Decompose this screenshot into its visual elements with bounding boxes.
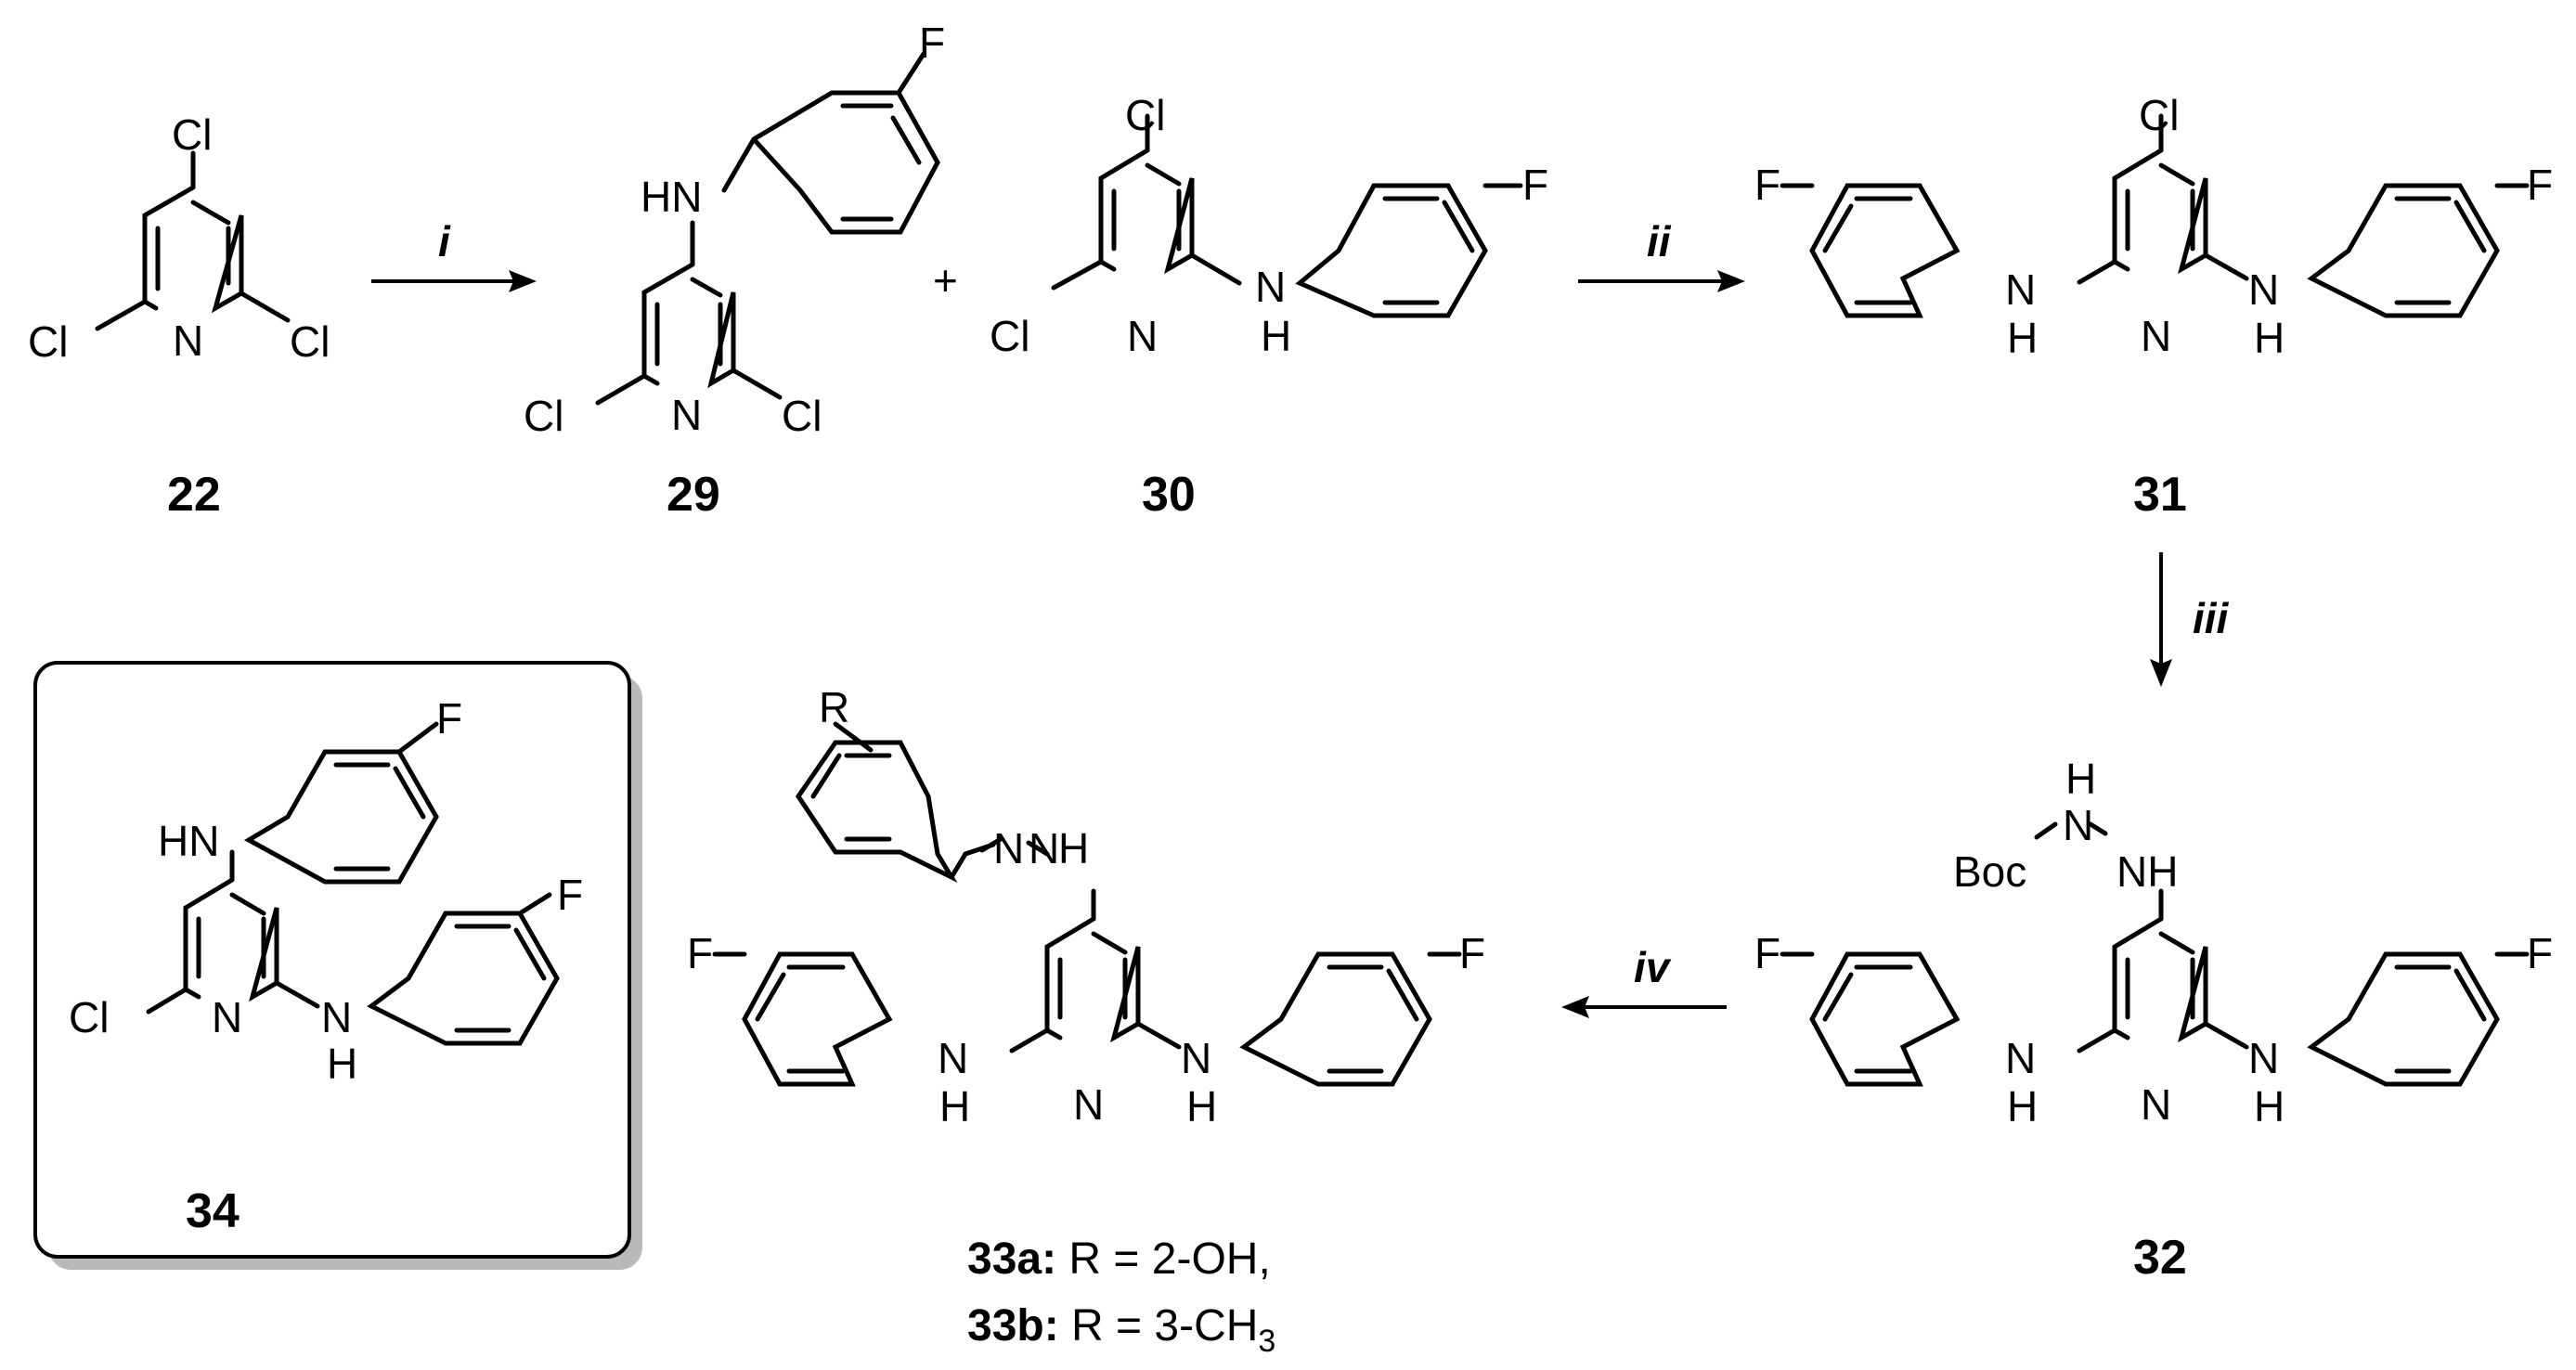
compound-label-34: 34: [186, 1184, 239, 1238]
atom-h: H: [1058, 824, 1089, 872]
compound-34-structure: F HN F N Cl N H: [69, 694, 583, 1088]
step-label-iv: iv: [1634, 943, 1672, 991]
atom-cl: Cl: [782, 392, 822, 440]
compound-32-structure: H N Boc NH F N N H N H F: [1754, 755, 2553, 1131]
atom-n: N: [321, 993, 352, 1041]
atom-n: N: [1127, 312, 1158, 360]
compound-30-structure: Cl N Cl N H F: [990, 91, 1548, 360]
atom-h: H: [2065, 755, 2096, 803]
atom-f: F: [2527, 161, 2553, 209]
compound-label-33a: 33a: R = 2-OH,: [967, 1234, 1271, 1284]
atom-n: N: [212, 993, 242, 1041]
atom-n: N: [993, 824, 1024, 872]
atom-cl: Cl: [172, 110, 212, 159]
atom-h: H: [1186, 1082, 1217, 1131]
atom-cl: Cl: [28, 317, 68, 366]
atom-f: F: [436, 694, 462, 743]
atom-n: N: [2005, 265, 2036, 314]
atom-h: H: [2254, 314, 2285, 362]
atom-f: F: [919, 19, 945, 67]
atom-r: R: [819, 683, 849, 731]
step-label-i: i: [438, 217, 451, 265]
atom-cl: Cl: [69, 993, 109, 1041]
atom-n: N: [2141, 312, 2171, 360]
atom-cl: Cl: [2139, 91, 2179, 139]
compound-label-31: 31: [2133, 468, 2187, 522]
atom-n: N: [1181, 1034, 1211, 1082]
atom-cl: Cl: [524, 392, 563, 440]
atom-f: F: [2527, 929, 2553, 977]
atom-h: H: [939, 1082, 970, 1131]
atom-n: N: [1029, 824, 1059, 872]
compound-label-32: 32: [2133, 1231, 2187, 1285]
atom-n: N: [2005, 1034, 2036, 1082]
compound-29-structure: HN F N Cl Cl: [524, 19, 945, 440]
compound-31-structure: Cl F N N H N H F: [1754, 91, 2553, 362]
compound-label-22: 22: [167, 468, 221, 522]
atom-h: H: [2254, 1082, 2285, 1131]
atom-n: N: [2248, 1034, 2279, 1082]
atom-n: N: [1255, 263, 1286, 311]
reaction-arrow-iii: [2150, 552, 2172, 687]
atom-f: F: [557, 871, 583, 919]
atom-f: F: [1754, 929, 1780, 977]
atom-h: H: [327, 1040, 357, 1088]
atom-f: F: [1522, 161, 1548, 209]
atom-n: N: [938, 1034, 968, 1082]
plus-sign: +: [933, 256, 958, 304]
atom-f: F: [687, 929, 713, 977]
atom-n: N: [671, 391, 702, 439]
step-label-iii: iii: [2193, 594, 2230, 642]
atom-n: N: [2141, 1080, 2171, 1129]
atom-h: H: [1261, 312, 1291, 360]
atom-n: N: [2248, 265, 2279, 314]
atom-hn: HN: [158, 817, 219, 865]
compound-34-box: [33, 661, 642, 1270]
atom-cl: Cl: [1125, 91, 1165, 139]
compound-label-33b: 33b: R = 3-CH3: [967, 1301, 1275, 1359]
reaction-arrow-iv: [1561, 996, 1727, 1018]
atom-h: H: [2007, 314, 2038, 362]
atom-f: F: [1754, 161, 1780, 209]
atom-boc: Boc: [1953, 847, 2026, 896]
reaction-arrow-i: [371, 270, 537, 292]
atom-f: F: [1459, 929, 1485, 977]
atom-h: H: [2007, 1082, 2038, 1131]
compound-label-30: 30: [1142, 468, 1196, 522]
reaction-arrow-ii: [1578, 270, 1745, 292]
compound-22-structure: Cl N Cl Cl: [28, 110, 330, 366]
atom-cl: Cl: [990, 312, 1029, 360]
atom-n: N: [1073, 1080, 1104, 1129]
step-label-ii: ii: [1647, 217, 1672, 265]
atom-n: N: [2063, 801, 2093, 849]
compound-label-29: 29: [667, 468, 720, 522]
atom-n: N: [173, 317, 203, 365]
atom-cl: Cl: [290, 317, 330, 366]
atom-hn: HN: [641, 173, 702, 221]
compound-33-structure: R N N H F N N H N H F: [687, 683, 1485, 1131]
atom-nh: NH: [2116, 847, 2178, 896]
